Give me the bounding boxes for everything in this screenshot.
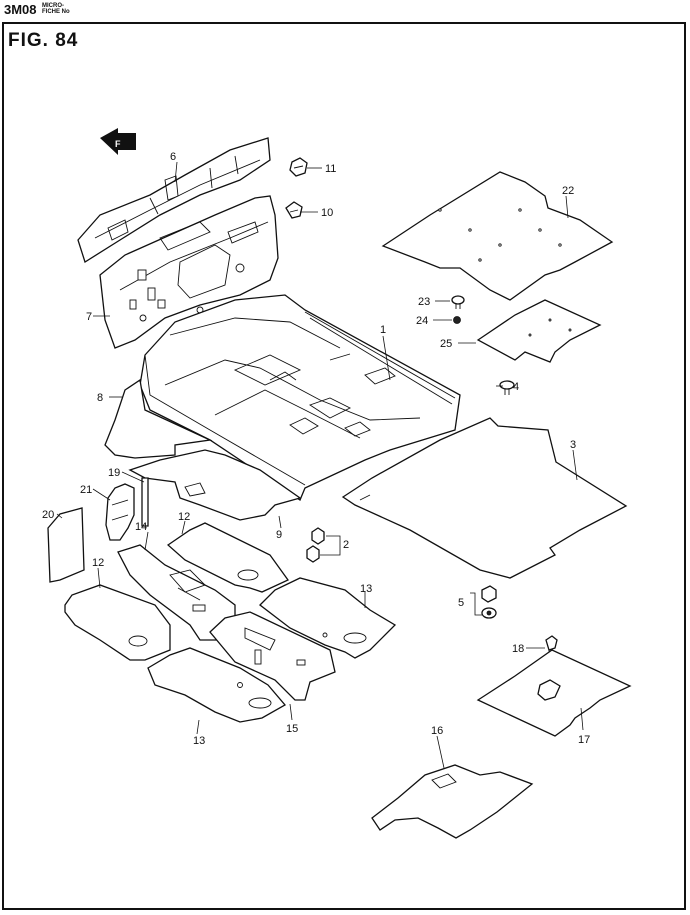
part-15-tunnel-insulator-rear [209, 611, 336, 701]
part-16-trunk-mat [371, 764, 534, 839]
part-10-clip [285, 201, 303, 219]
part-8-carpet-left [104, 378, 213, 459]
callout-10: 10 [321, 207, 333, 219]
part-6-dash-upper-panel [77, 137, 271, 263]
callout-12-upper: 12 [178, 511, 190, 523]
callout-24: 24 [416, 315, 428, 327]
callout-9: 9 [276, 529, 282, 541]
figure-title: FIG. 84 [8, 30, 79, 51]
callout-7: 7 [86, 311, 92, 323]
part-1-floor-panel [139, 294, 461, 501]
leader-lines [56, 161, 584, 769]
part-22-rear-floor-mat [381, 171, 614, 301]
part-2-bolts [306, 527, 325, 563]
part-17-jack-plate [476, 649, 632, 737]
part-7-dash-panel [99, 195, 279, 349]
callout-1: 1 [380, 324, 386, 336]
callout-17: 17 [578, 734, 590, 746]
part-19-strip [141, 477, 149, 527]
callout-3: 3 [570, 439, 576, 451]
svg-text:F: F [115, 139, 121, 149]
part-25-small-mat [476, 299, 602, 363]
callout-4: 4 [513, 381, 519, 393]
callout-8: 8 [97, 392, 103, 404]
part-5-screws [481, 585, 497, 619]
callout-18: 18 [512, 643, 524, 655]
callout-12-lower: 12 [92, 557, 104, 569]
part-23-cap [451, 295, 465, 309]
callout-23: 23 [418, 296, 430, 308]
catalog-code: 3M08 [4, 2, 37, 17]
part-3-rear-carpet [341, 417, 628, 579]
callout-15: 15 [286, 723, 298, 735]
part-21-side-insulator [105, 483, 135, 541]
part-12-insulator-front [166, 522, 289, 593]
callout-13-lower: 13 [193, 735, 205, 747]
callout-6: 6 [170, 151, 176, 163]
part-9-carpet-front [128, 449, 302, 521]
callout-20: 20 [42, 509, 54, 521]
part-13-insulator-lower [147, 647, 287, 723]
callout-2: 2 [343, 539, 349, 551]
part-4-clip [499, 380, 515, 395]
callout-16: 16 [431, 725, 443, 737]
callout-19: 19 [108, 467, 120, 479]
callout-21: 21 [80, 484, 92, 496]
callout-5: 5 [458, 597, 464, 609]
callout-14: 14 [135, 521, 147, 533]
front-arrow-icon: F [100, 128, 136, 155]
figure-frame [2, 22, 686, 910]
part-20-side-pad [47, 507, 85, 583]
part-11-grommet [289, 157, 308, 177]
callout-13-upper: 13 [360, 583, 372, 595]
callout-22: 22 [562, 185, 574, 197]
callout-25: 25 [440, 338, 452, 350]
microfiche-label: MICRO- FICHE No [42, 3, 70, 15]
callout-labels: 6 11 10 22 23 24 25 7 1 8 4 3 19 21 20 9… [42, 151, 590, 747]
part-24-clip [453, 316, 461, 324]
callout-11: 11 [325, 163, 336, 175]
part-13-insulator-right [259, 577, 397, 659]
part-12-insulator-left [64, 584, 171, 661]
